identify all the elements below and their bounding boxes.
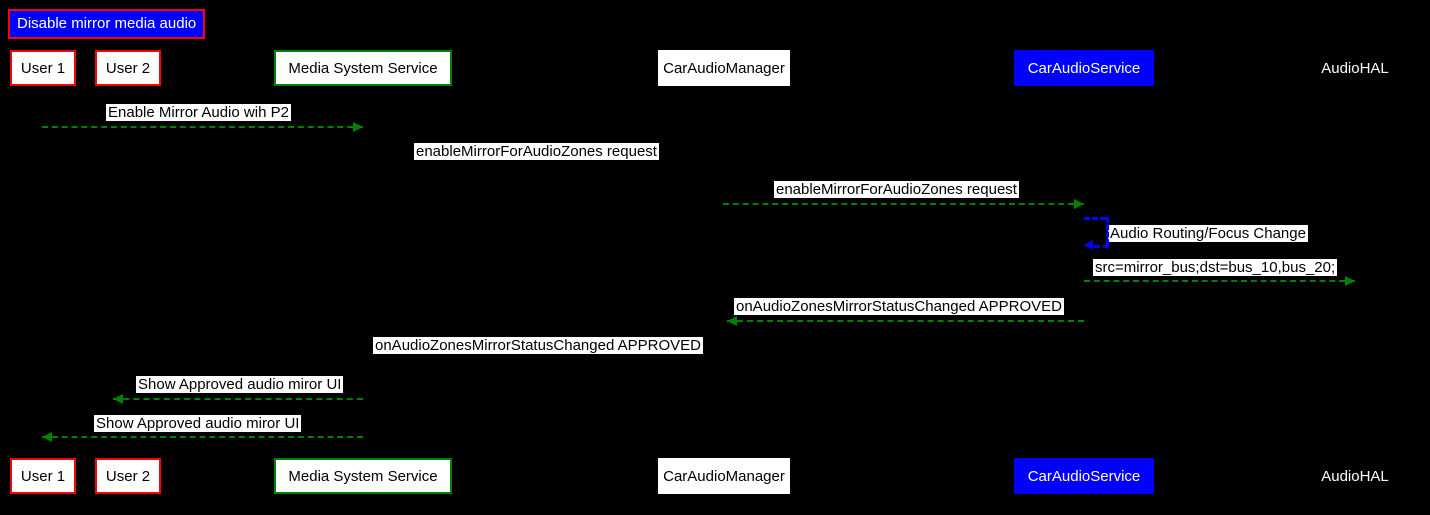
- self-message-bottom-4: [1094, 245, 1109, 248]
- message-label-2: enableMirrorForAudioZones request: [414, 143, 659, 160]
- participant-user1-header: User 1: [10, 50, 76, 86]
- message-arrowhead-6: [727, 316, 737, 326]
- message-line-7: [363, 359, 724, 361]
- participant-user2-footer: User 2: [95, 458, 161, 494]
- message-label-7: onAudioZonesMirrorStatusChanged APPROVED: [373, 337, 704, 354]
- message-line-6: [727, 320, 1084, 322]
- message-arrowhead-1: [353, 122, 363, 132]
- message-line-3: [723, 203, 1084, 205]
- message-arrowhead-8: [113, 394, 123, 404]
- message-label-8: Show Approved audio miror UI: [136, 376, 344, 393]
- participant-label: User 1: [20, 59, 66, 77]
- message-line-2: [363, 165, 724, 167]
- participant-cas-footer: CarAudioService: [1014, 458, 1154, 494]
- self-message-arrowhead-4: [1084, 240, 1093, 250]
- message-label-6: onAudioZonesMirrorStatusChanged APPROVED: [734, 298, 1065, 315]
- participant-label: Media System Service: [288, 467, 438, 485]
- message-line-1: [42, 126, 363, 128]
- participant-user1-footer: User 1: [10, 458, 76, 494]
- participant-label: CarAudioManager: [663, 59, 785, 77]
- self-message-side-4: [1106, 217, 1109, 245]
- participant-cam-header: CarAudioManager: [658, 50, 790, 86]
- participant-label: User 2: [105, 467, 151, 485]
- message-arrowhead-9: [42, 432, 52, 442]
- participant-label: User 1: [20, 467, 66, 485]
- message-label-5: src=mirror_bus;dst=bus_10,bus_20;: [1093, 259, 1338, 276]
- message-label-3: enableMirrorForAudioZones request: [774, 181, 1019, 198]
- participant-cam-footer: CarAudioManager: [658, 458, 790, 494]
- participant-label: CarAudioService: [1027, 59, 1141, 77]
- message-arrowhead-3: [1074, 199, 1084, 209]
- message-label-4: Audio Routing/Focus Change: [1108, 225, 1308, 242]
- participant-label: CarAudioManager: [663, 467, 785, 485]
- diagram-title-box: Disable mirror media audio: [8, 9, 206, 39]
- participant-hal-footer: AudioHAL: [1305, 458, 1405, 494]
- participant-label: AudioHAL: [1321, 59, 1389, 77]
- message-line-5: [1084, 280, 1355, 282]
- lifeline-user2: [128, 86, 129, 458]
- participant-user2-header: User 2: [95, 50, 161, 86]
- participant-mss-header: Media System Service: [274, 50, 452, 86]
- participant-label: CarAudioService: [1027, 467, 1141, 485]
- lifeline-mss: [363, 86, 364, 458]
- participant-label: User 2: [105, 59, 151, 77]
- participant-mss-footer: Media System Service: [274, 458, 452, 494]
- message-line-8: [113, 398, 363, 400]
- participant-hal-header: AudioHAL: [1305, 50, 1405, 86]
- participant-label: AudioHAL: [1321, 467, 1389, 485]
- lifeline-cam: [724, 86, 725, 458]
- self-message-top-4: [1084, 217, 1106, 220]
- lifeline-user1: [43, 86, 44, 458]
- participant-cas-header: CarAudioService: [1014, 50, 1154, 86]
- lifeline-cas: [1084, 86, 1085, 458]
- message-label-9: Show Approved audio miror UI: [94, 415, 302, 432]
- lifeline-hal: [1355, 86, 1356, 458]
- message-line-9: [42, 436, 363, 438]
- message-arrowhead-5: [1345, 276, 1355, 286]
- participant-label: Media System Service: [288, 59, 438, 77]
- message-label-1: Enable Mirror Audio wih P2: [106, 104, 291, 121]
